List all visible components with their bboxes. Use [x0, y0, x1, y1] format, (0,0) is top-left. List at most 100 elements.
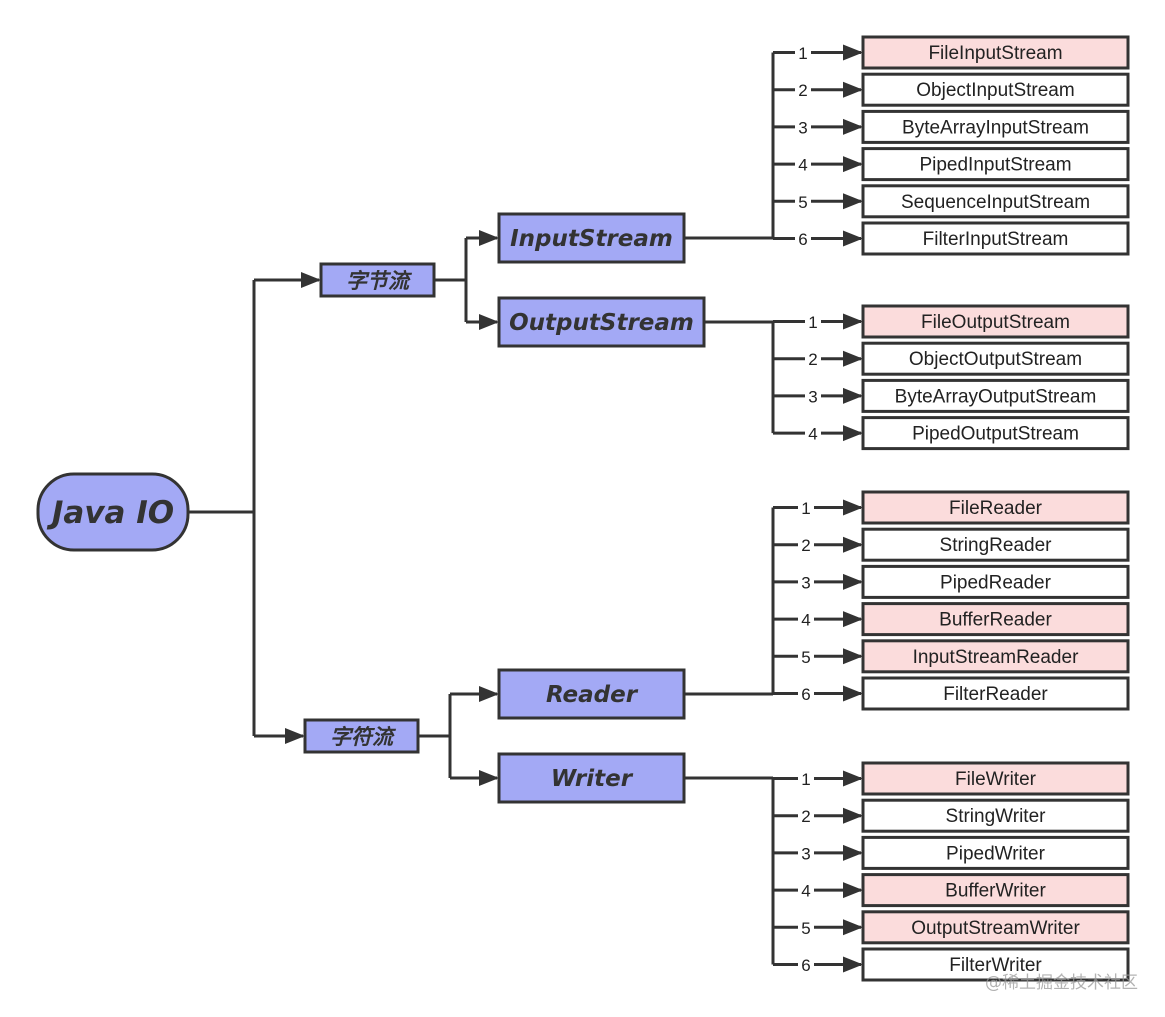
leaf-number: 5	[801, 919, 810, 938]
leaf-label: PipedWriter	[946, 843, 1046, 864]
arrow-icon	[843, 648, 863, 665]
root-label: Java IO	[46, 495, 174, 531]
arrow-icon	[843, 387, 863, 404]
leaf-node	[861, 109, 1130, 144]
leaf-number-bg	[805, 386, 821, 405]
leaf-number: 1	[801, 770, 810, 789]
leaf-number: 6	[801, 685, 810, 704]
arrow-icon	[301, 272, 321, 288]
leaf-label: ObjectInputStream	[916, 80, 1074, 101]
arrow-icon	[843, 193, 863, 210]
arrow-icon	[843, 156, 863, 173]
leaf-number: 6	[801, 956, 810, 975]
leaf-label: PipedOutputStream	[912, 424, 1079, 445]
leaf-number: 2	[798, 81, 807, 100]
leaf-node	[861, 873, 1130, 908]
leaf-number: 2	[801, 536, 810, 555]
leaf-label: FilterReader	[943, 684, 1048, 705]
leaf-label: InputStreamReader	[913, 647, 1079, 668]
leaf-node	[861, 602, 1130, 637]
leaf-number: 4	[801, 882, 810, 901]
arrow-icon	[843, 313, 863, 330]
watermark: @稀土掘金技术社区	[985, 973, 1138, 993]
leaf-number-bg	[805, 349, 821, 368]
leaf-label: ByteArrayInputStream	[902, 117, 1089, 138]
leaf-number: 4	[801, 611, 810, 630]
leaf-node	[861, 798, 1130, 833]
arrow-icon	[843, 770, 863, 787]
category-label: 字节流	[346, 269, 413, 293]
leaf-number-bg	[798, 684, 814, 703]
leaf-number: 3	[801, 844, 810, 863]
arrow-icon	[843, 118, 863, 135]
leaf-number: 2	[801, 807, 810, 826]
leaf-node	[861, 910, 1130, 945]
leaf-label: ByteArrayOutputStream	[895, 386, 1097, 407]
arrow-icon	[479, 314, 499, 330]
leaf-number-bg	[798, 843, 814, 862]
arrow-icon	[479, 230, 499, 246]
arrow-icon	[843, 425, 863, 442]
leaf-number: 3	[801, 573, 810, 592]
arrow-icon	[285, 728, 305, 744]
arrow-icon	[843, 956, 863, 973]
leaf-node	[861, 835, 1130, 870]
group-label: InputStream	[510, 226, 673, 252]
leaf-number-bg	[798, 572, 814, 591]
leaf-node	[861, 221, 1130, 256]
arrow-icon	[843, 499, 863, 516]
leaf-node	[861, 947, 1130, 982]
arrow-icon	[843, 350, 863, 367]
leaf-node	[861, 378, 1130, 413]
arrow-icon	[843, 536, 863, 553]
leaf-number-bg	[805, 312, 821, 331]
arrow-icon	[843, 230, 863, 247]
group-label: Writer	[551, 766, 634, 792]
leaf-number-bg	[798, 806, 814, 825]
leaf-label: FileInputStream	[928, 43, 1062, 64]
leaf-label: FileOutputStream	[921, 312, 1070, 333]
leaf-number-bg	[798, 881, 814, 900]
category-node	[303, 718, 420, 754]
leaf-node	[861, 35, 1130, 70]
leaf-node	[861, 147, 1130, 182]
group-node	[497, 668, 686, 720]
leaf-number-bg	[798, 498, 814, 517]
leaf-number: 6	[798, 230, 807, 249]
leaf-label: BufferWriter	[945, 881, 1046, 902]
group-node	[497, 296, 706, 348]
leaf-number-bg	[798, 610, 814, 629]
leaf-node	[861, 676, 1130, 711]
leaf-node	[861, 761, 1130, 796]
leaf-number-bg	[795, 43, 811, 62]
leaf-number-bg	[795, 229, 811, 248]
leaf-number-bg	[805, 424, 821, 443]
arrow-icon	[843, 807, 863, 824]
arrow-icon	[843, 44, 863, 61]
leaf-number: 5	[798, 193, 807, 212]
leaf-node	[861, 527, 1130, 562]
leaf-label: PipedReader	[940, 572, 1052, 593]
leaf-number-bg	[795, 80, 811, 99]
arrow-icon	[843, 685, 863, 702]
leaf-node	[861, 341, 1130, 376]
leaf-label: FilterWriter	[949, 955, 1042, 976]
arrow-icon	[843, 573, 863, 590]
leaf-number: 3	[808, 387, 817, 406]
category-node	[319, 262, 436, 298]
leaf-label: StringReader	[940, 535, 1053, 556]
leaf-label: ObjectOutputStream	[909, 349, 1082, 370]
leaf-number-bg	[798, 769, 814, 788]
arrow-icon	[479, 686, 499, 702]
arrow-icon	[843, 81, 863, 98]
leaf-number-bg	[798, 647, 814, 666]
leaf-label: FileWriter	[955, 769, 1037, 790]
category-label: 字符流	[330, 725, 397, 749]
leaf-node	[861, 490, 1130, 525]
leaf-number-bg	[795, 117, 811, 136]
leaf-number-bg	[798, 918, 814, 937]
leaf-number-bg	[795, 192, 811, 211]
leaf-number: 2	[808, 350, 817, 369]
leaf-node	[861, 639, 1130, 674]
